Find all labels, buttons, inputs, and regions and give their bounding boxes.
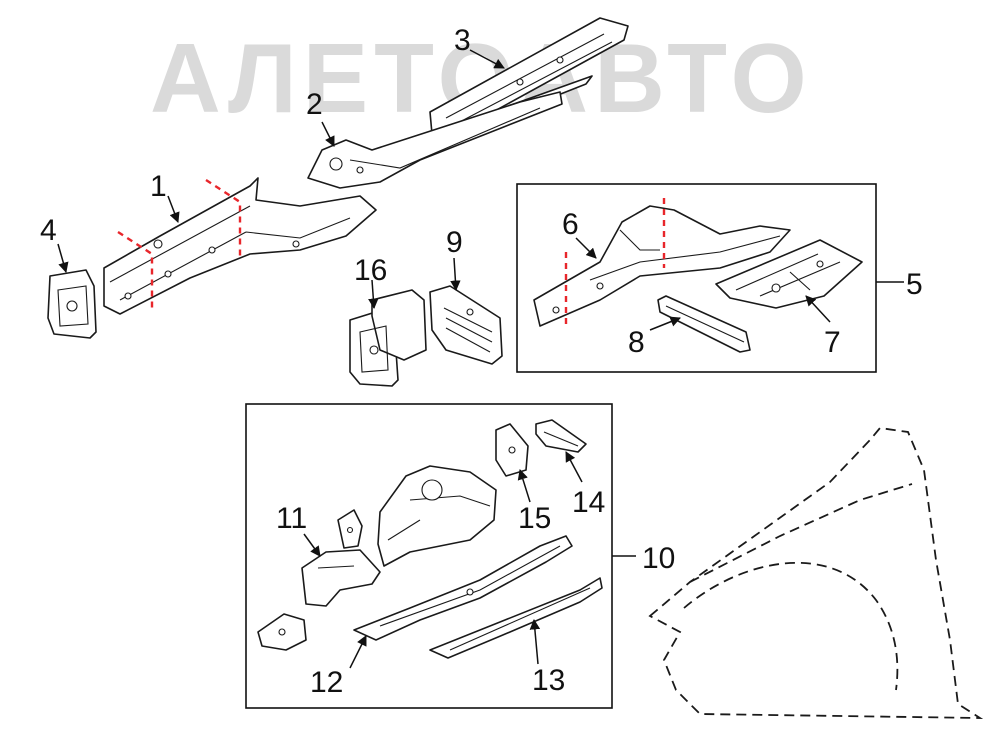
callout-2: 2 [306, 88, 323, 121]
part-11[interactable] [301, 549, 381, 607]
part-6[interactable] [533, 205, 791, 327]
part-4[interactable] [47, 269, 97, 339]
fender[interactable] [648, 427, 984, 719]
part-7[interactable] [715, 239, 863, 309]
callout-8: 8 [628, 326, 645, 359]
callout-14: 14 [572, 486, 605, 519]
callout-6: 6 [562, 208, 579, 241]
part-8[interactable] [657, 295, 751, 353]
callout-12: 12 [310, 666, 343, 699]
part-1[interactable] [103, 177, 377, 315]
part-16[interactable] [349, 289, 427, 387]
callout-13: 13 [532, 664, 565, 697]
callout-1: 1 [150, 170, 167, 203]
group-5-frame [516, 183, 877, 373]
part-9[interactable] [429, 285, 503, 365]
small-bracket[interactable] [337, 509, 363, 549]
callout-10: 10 [642, 542, 675, 575]
part-13[interactable] [429, 577, 603, 659]
lower-bracket[interactable] [257, 613, 307, 651]
callout-9: 9 [446, 226, 463, 259]
cut-line-1b [205, 178, 242, 258]
callout-7: 7 [824, 326, 841, 359]
part-2[interactable] [307, 91, 563, 189]
part-12[interactable] [353, 535, 573, 641]
cut-line-1a [117, 230, 154, 312]
callout-3: 3 [454, 24, 471, 57]
part-15[interactable] [495, 423, 529, 477]
callout-11: 11 [276, 502, 307, 535]
leaders [57, 49, 904, 669]
part-14[interactable] [535, 419, 587, 453]
callout-5: 5 [906, 268, 923, 301]
callout-15: 15 [518, 502, 551, 535]
callout-4: 4 [40, 214, 57, 247]
strut-tower[interactable] [377, 465, 497, 567]
callout-16: 16 [354, 254, 387, 287]
